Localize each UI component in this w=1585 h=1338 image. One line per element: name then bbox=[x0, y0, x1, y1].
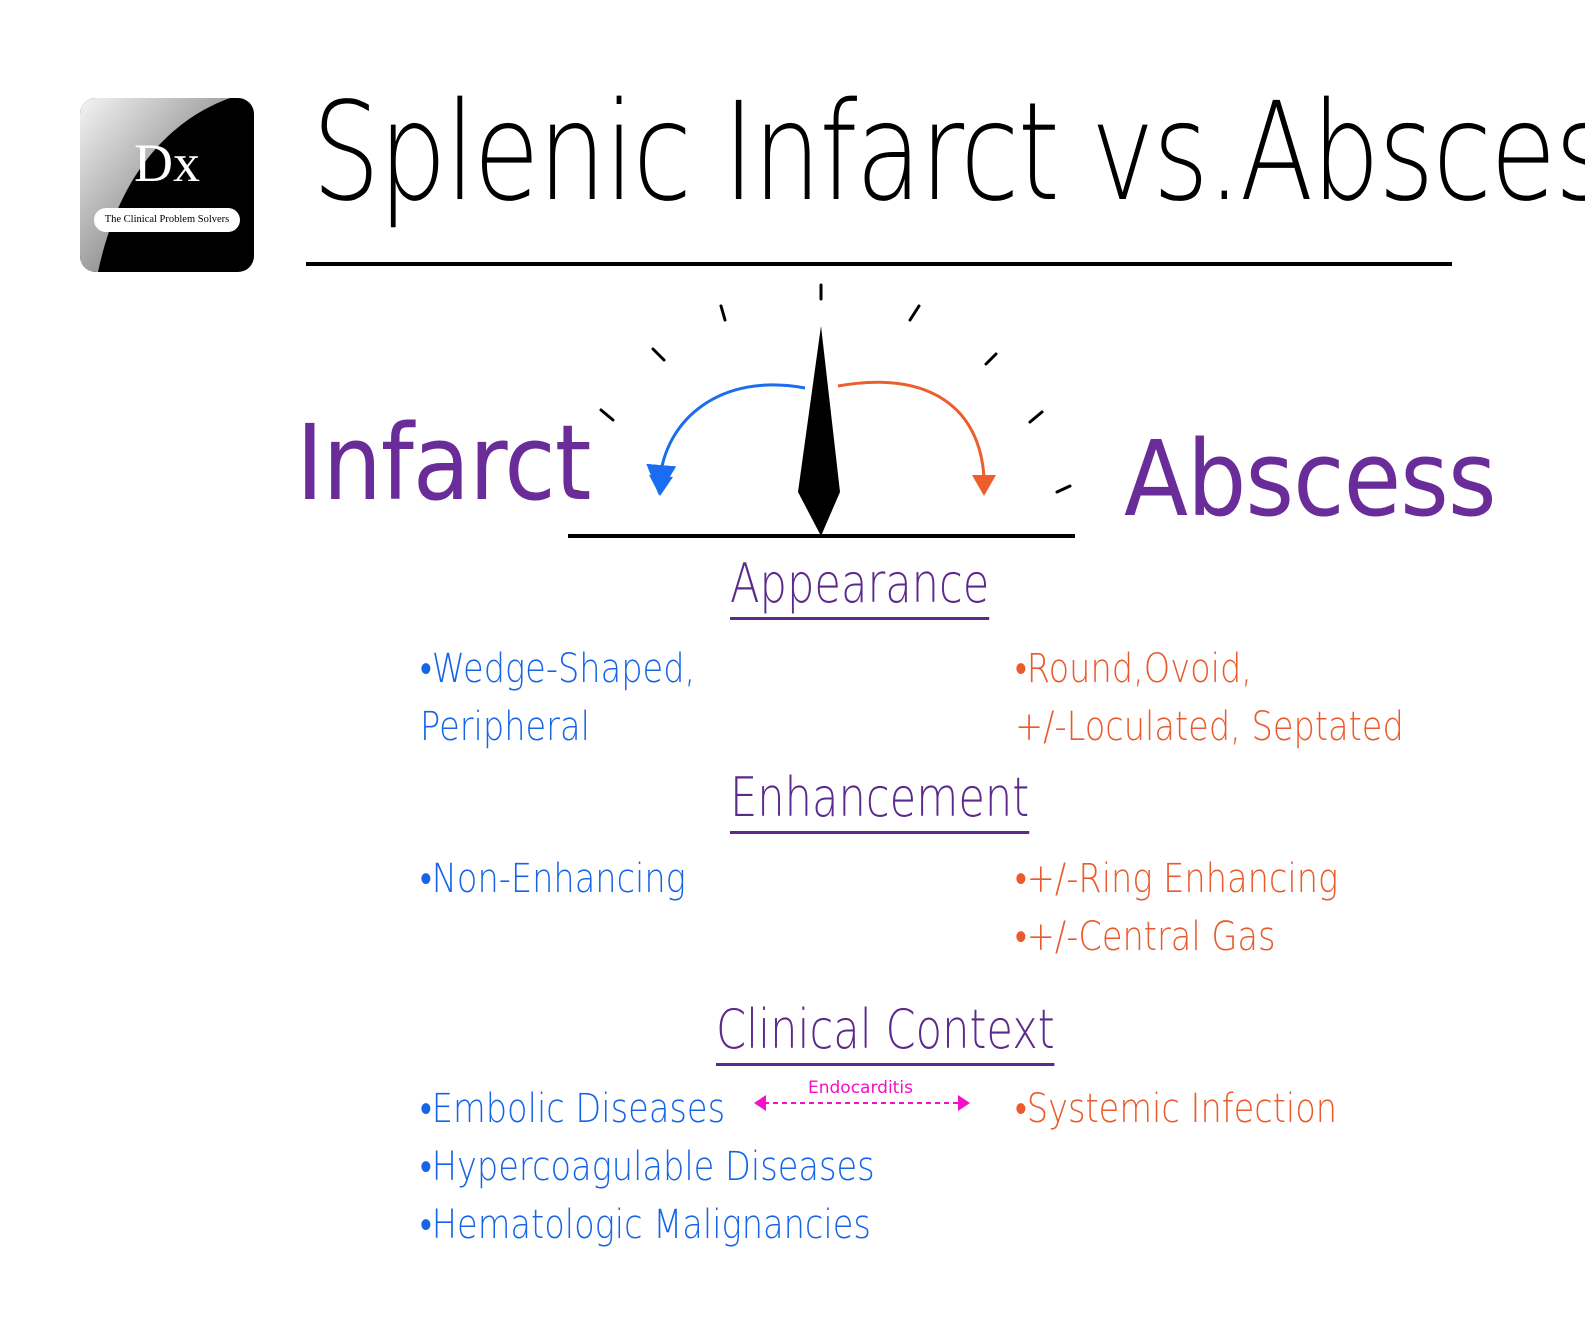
abscess-label: Abscess bbox=[1124, 418, 1497, 540]
enhancement-abscess: •+/-Ring Enhancing •+/-Central Gas bbox=[1015, 850, 1338, 966]
tick bbox=[571, 489, 586, 495]
infarct-arrow bbox=[646, 383, 806, 495]
logo-gloss bbox=[80, 98, 230, 272]
infarct-label: Infarct bbox=[296, 402, 591, 524]
list-item: •Hypercoagulable Diseases bbox=[420, 1144, 875, 1190]
tick bbox=[719, 304, 727, 322]
appearance-infarct: •Wedge-Shaped, Peripheral bbox=[420, 640, 695, 756]
clinical-abscess: •Systemic Infection bbox=[1015, 1080, 1337, 1138]
endocarditis-arrowhead-left bbox=[754, 1095, 766, 1111]
tick bbox=[908, 304, 921, 322]
enhancement-infarct: •Non-Enhancing bbox=[420, 850, 686, 908]
tick bbox=[984, 352, 998, 366]
infarct-arrowhead bbox=[649, 475, 673, 496]
tick bbox=[599, 408, 615, 422]
list-item: •Non-Enhancing bbox=[420, 856, 686, 902]
list-item: +/-Loculated, Septated bbox=[1015, 704, 1404, 750]
list-item: •Wedge-Shaped, bbox=[420, 646, 696, 692]
appearance-abscess: •Round,Ovoid, +/-Loculated, Septated bbox=[1015, 640, 1404, 756]
abscess-arrowhead bbox=[972, 475, 996, 496]
tick bbox=[651, 347, 666, 362]
tick bbox=[1055, 484, 1072, 494]
clinical-heading: Clinical Context bbox=[716, 998, 1055, 1066]
dx-logo: Dx The Clinical Problem Solvers bbox=[80, 98, 254, 272]
list-item: •Embolic Diseases bbox=[420, 1086, 726, 1132]
list-item: Peripheral bbox=[420, 704, 590, 750]
gauge-needle bbox=[798, 326, 840, 536]
list-item: •Hematologic Malignancies bbox=[420, 1202, 871, 1248]
list-item: •Round,Ovoid, bbox=[1015, 646, 1252, 692]
logo-tagline: The Clinical Problem Solvers bbox=[94, 208, 240, 232]
page-title: Splenic Infarct vs.Abscess bbox=[312, 74, 1585, 232]
title-underline bbox=[306, 262, 1452, 266]
gauge-ticks bbox=[571, 283, 1072, 495]
endocarditis-label: Endocarditis bbox=[808, 1078, 913, 1098]
list-item: •+/-Central Gas bbox=[1015, 914, 1276, 960]
list-item: •Systemic Infection bbox=[1015, 1086, 1338, 1132]
enhancement-heading: Enhancement bbox=[730, 766, 1030, 834]
endocarditis-arrowhead-right bbox=[958, 1095, 970, 1111]
tick bbox=[1028, 410, 1044, 424]
list-item: •+/-Ring Enhancing bbox=[1015, 856, 1339, 902]
logo-mark: Dx bbox=[134, 133, 200, 193]
appearance-heading: Appearance bbox=[730, 552, 990, 620]
abscess-arrow bbox=[837, 380, 986, 479]
clinical-infarct: •Embolic Diseases •Hypercoagulable Disea… bbox=[420, 1080, 875, 1254]
